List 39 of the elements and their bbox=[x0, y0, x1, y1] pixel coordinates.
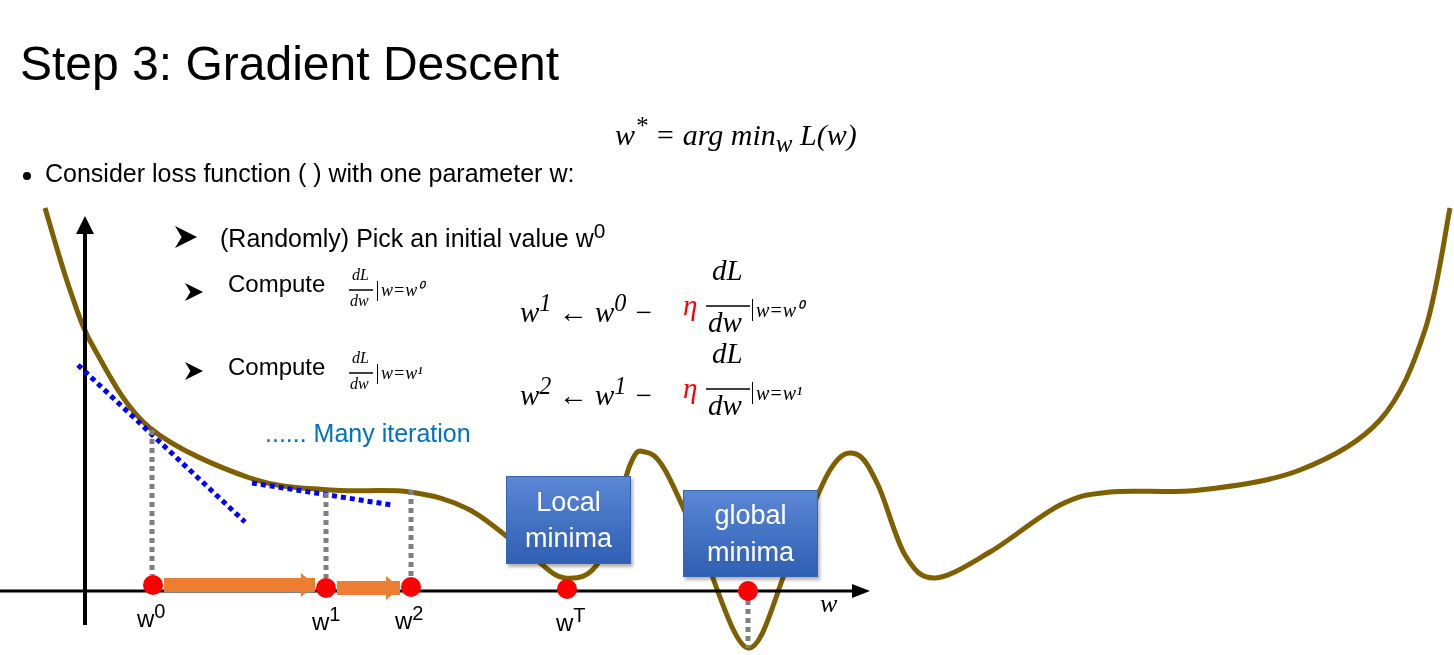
point-dot bbox=[316, 578, 336, 598]
subscript-condition: w=w⁰ bbox=[377, 281, 424, 301]
box-label: global minima bbox=[706, 499, 795, 569]
axis-label: w bbox=[820, 590, 838, 619]
label-box bbox=[506, 476, 631, 564]
fraction-numerator: dL bbox=[712, 255, 743, 287]
fraction-denominator: dw bbox=[708, 307, 742, 339]
step-text: Compute bbox=[228, 271, 326, 298]
bullet-text: Consider loss function ( ) with one parameter w: bbox=[45, 160, 575, 188]
label-box bbox=[683, 490, 818, 577]
block-arrow bbox=[164, 573, 315, 597]
fraction-numerator: dL bbox=[352, 266, 369, 284]
step-text: (Randomly) Pick an initial value w$^{0}$ bbox=[220, 220, 606, 253]
subscript-condition: w=w⁰ bbox=[752, 299, 804, 321]
slide-title: Step 3: Gradient Descent bbox=[20, 38, 559, 91]
point-label: w$^{0}$ bbox=[137, 600, 166, 633]
block-arrow bbox=[337, 576, 400, 600]
point-dot bbox=[401, 577, 421, 597]
fraction-numerator: dL bbox=[712, 338, 743, 370]
update-formula: w$^{2}$ ← w$^{1}$ − bbox=[520, 373, 654, 412]
point-dot bbox=[557, 579, 577, 599]
iteration-note: ...... Many iteration bbox=[265, 420, 471, 448]
point-label: w$^{T}$ bbox=[556, 604, 586, 637]
point-label: w$^{1}$ bbox=[312, 603, 341, 636]
learning-rate-symbol: η bbox=[683, 290, 698, 322]
fraction-denominator: dw bbox=[708, 390, 742, 422]
point-dot bbox=[738, 581, 758, 601]
formula: w$^{*}$ = arg min$_{w}$ L(w) bbox=[615, 112, 857, 158]
box-label: Local minima bbox=[524, 485, 613, 555]
point-label: w$^{2}$ bbox=[395, 602, 424, 635]
fraction-denominator: dw bbox=[350, 375, 369, 393]
fraction-numerator: dL bbox=[352, 349, 369, 367]
fraction-denominator: dw bbox=[350, 292, 369, 310]
step-text: Compute bbox=[228, 354, 326, 381]
learning-rate-symbol: η bbox=[683, 373, 698, 405]
point-dot bbox=[143, 575, 163, 595]
subscript-condition: w=w¹ bbox=[752, 382, 803, 404]
subscript-condition: w=w¹ bbox=[377, 364, 423, 384]
update-formula: w$^{1}$ ← w$^{0}$ − bbox=[520, 290, 654, 329]
